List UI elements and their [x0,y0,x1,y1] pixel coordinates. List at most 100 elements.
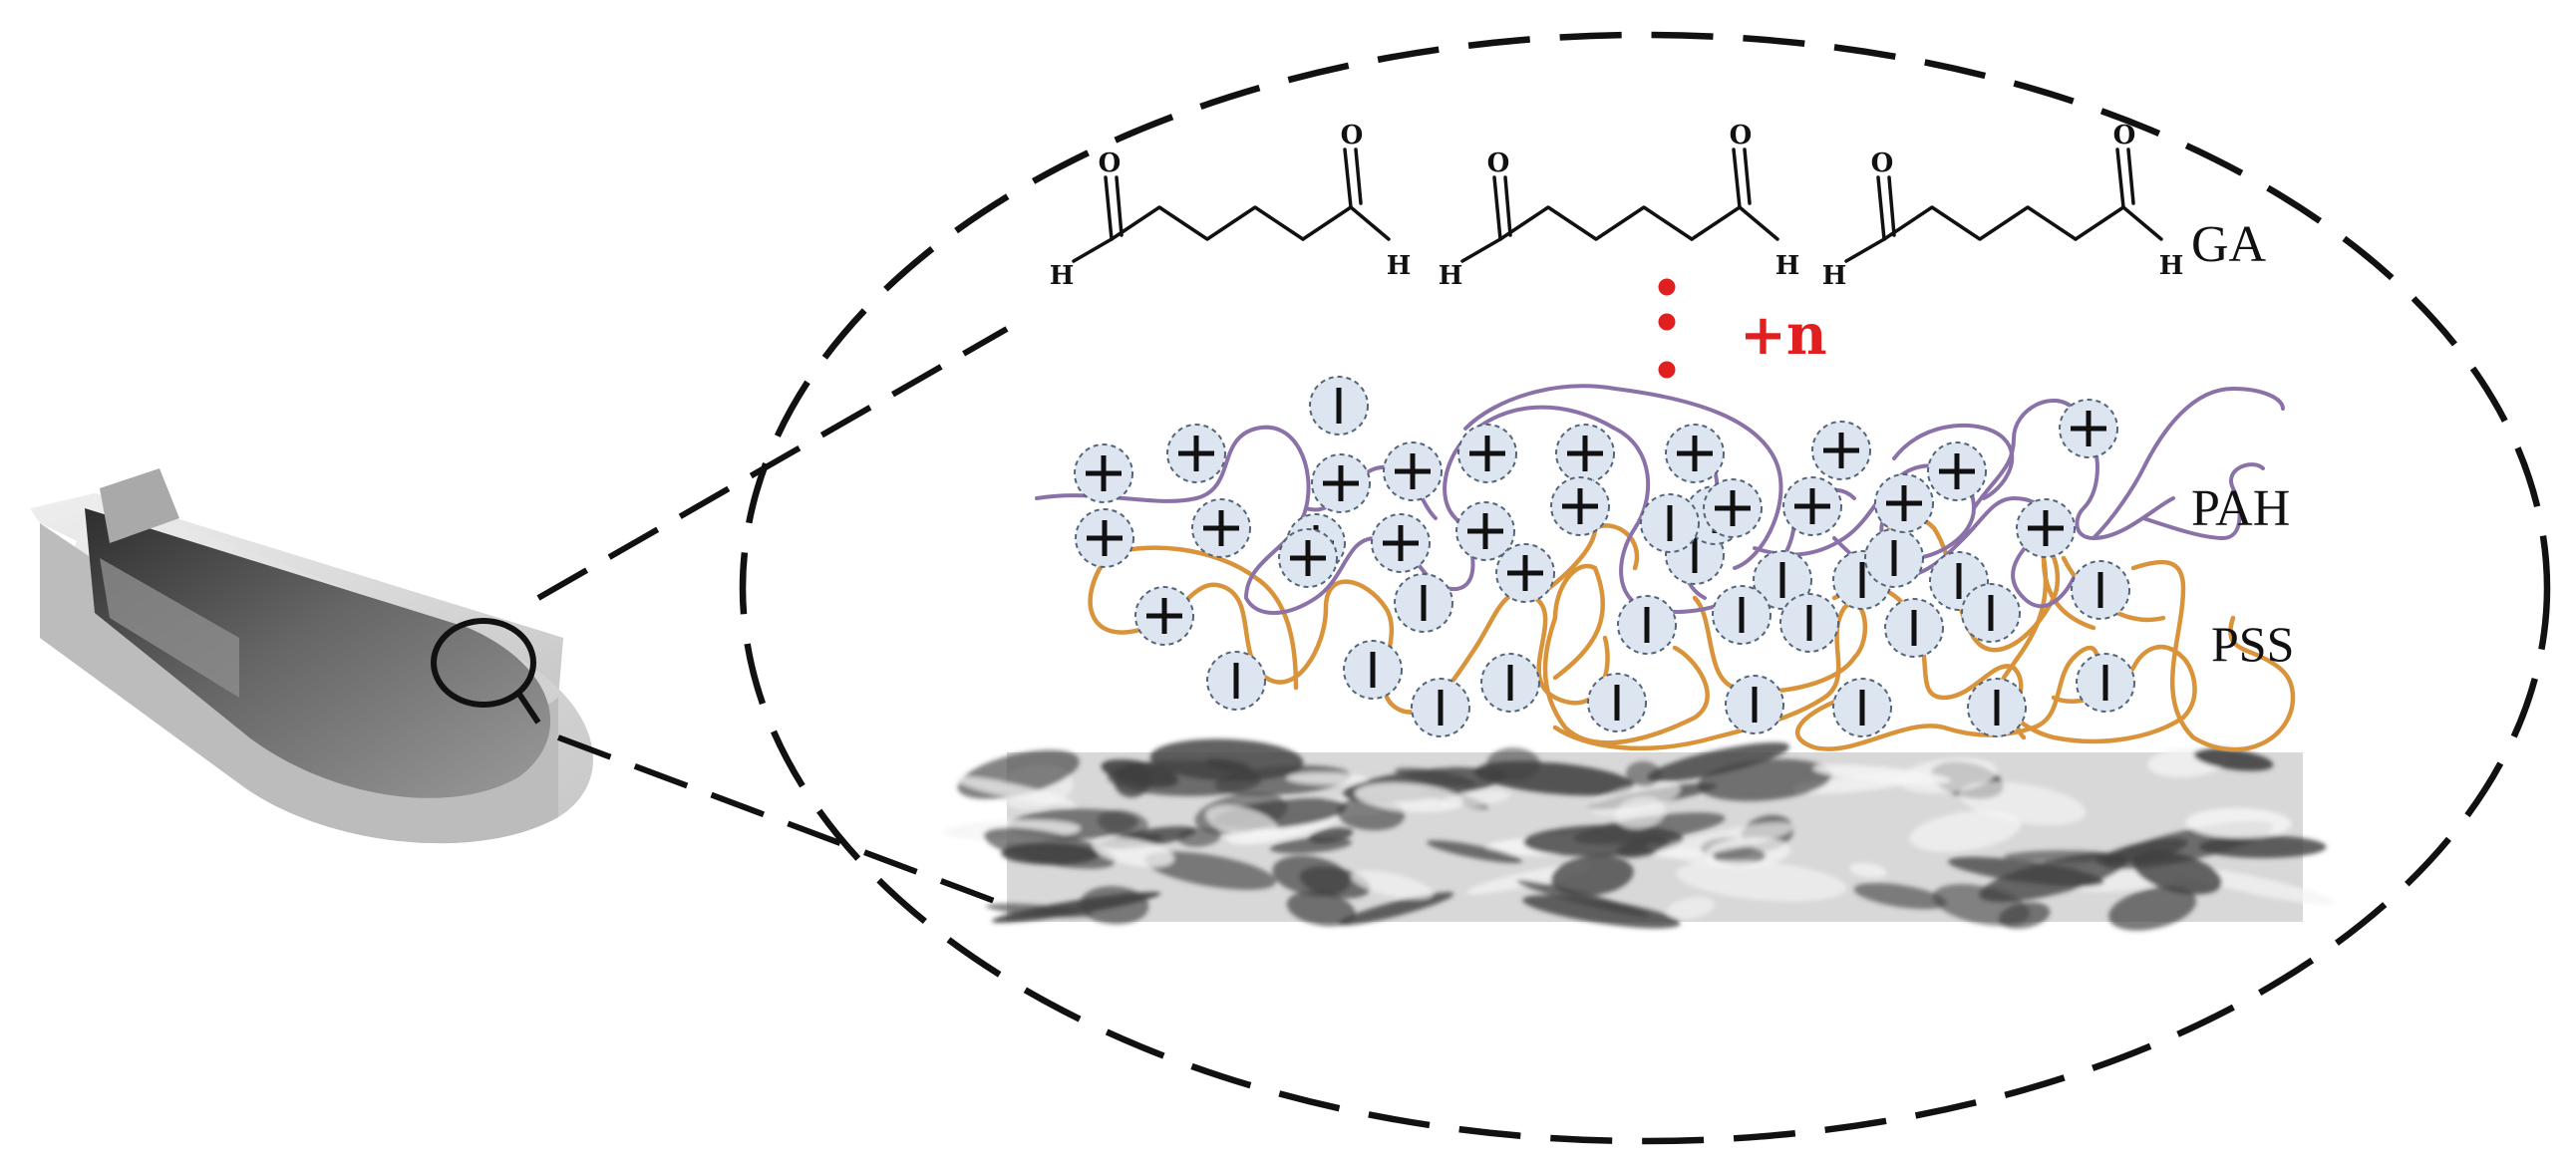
pah-cation-icon [1555,424,1615,483]
pore-mark [1958,781,2087,826]
hydrogen-atom-label: H [1439,261,1463,291]
pah-cation-icon [1455,501,1515,561]
pss-anion-icon [1617,595,1677,655]
pore-mark [1812,764,1951,784]
zoom-line-upper [536,326,1009,601]
pah-cation-icon [1075,508,1134,568]
pore-mark [1144,851,1277,890]
pore-mark [1713,846,1766,865]
pore-mark [1550,855,1634,897]
pah-cation-icon [1811,421,1871,480]
pss-anion-icon [2076,653,2135,713]
pss-anion-icon [1206,651,1266,711]
zoom-ellipse [739,31,2551,1145]
pah-cation-icon [1495,543,1555,603]
pah-cation-icon [1383,441,1443,501]
oxygen-atom-label: O [1341,121,1364,150]
magnifier-icon [431,618,541,725]
pss-anion-icon [1394,573,1453,633]
pore-mark [2132,851,2222,895]
ion-set [1074,376,2135,737]
pore-mark [985,903,1094,918]
hydrogen-atom-label: H [2159,251,2184,281]
pore-mark [1097,809,1148,836]
pore-mark [2108,886,2197,931]
pore-mark [2193,747,2274,771]
pss-anion-icon [2071,560,2130,620]
porous-support-layer [943,738,2336,931]
pore-mark [955,776,1076,806]
pah-cation-icon [1665,424,1725,483]
pore-mark [1522,895,1681,929]
pss-anion-icon [1480,653,1540,713]
pore-mark [1948,856,2104,887]
pore-mark [1080,886,1149,925]
pore-mark [1853,882,1947,910]
pah-cation-icon [1191,498,1251,558]
hydrogen-atom-label: H [1775,251,1800,281]
pore-mark [1107,759,1262,796]
pore-mark [1654,822,1794,859]
oxygen-atom-label: O [1099,148,1122,178]
pore-mark [1338,892,1454,926]
pss-anion-icon [1753,550,1812,610]
pore-mark [1286,772,1369,785]
red-dots [1658,278,1676,379]
pah-cation-icon [1703,478,1763,538]
pss-anion-icon [1832,678,1892,737]
pore-mark [1647,741,1790,782]
pss-anion-icon [1343,640,1403,700]
label-plus-n: +n [1740,302,1827,368]
pore-mark [1355,782,1463,813]
pore-mark [2199,835,2327,859]
oxygen-atom-label: O [1871,148,1894,178]
pore-mark [983,827,1117,869]
pore-mark [1909,810,2022,852]
pore-mark [1849,862,1887,878]
pah-cation-icon [1874,473,1934,533]
pore-mark [1286,891,1356,927]
pah-cation-icon [1278,528,1338,588]
pah-cation-icon [1166,424,1226,483]
pah-cation-icon [2059,399,2118,458]
pss-anion-icon [1884,598,1944,658]
pah-cation-icon [1927,441,1987,501]
hydrogen-atom-label: H [1050,261,1075,291]
pah-cation-icon [1074,443,1133,503]
pah-cation-icon [1457,424,1517,483]
pore-mark [1523,824,1684,857]
pore-mark [1676,860,1847,902]
pah-cation-icon [2016,498,2076,558]
pore-mark [1206,805,1279,839]
oxygen-atom-label: O [2113,121,2136,150]
pss-anion-icon [1587,673,1647,732]
pss-anion-icon [1712,585,1771,645]
pah-cation-icon [1134,586,1194,646]
pss-anion-icon [1961,583,2021,643]
pah-cation-icon [1550,476,1610,536]
pore-mark [1351,870,1434,900]
pah-cation-icon [1311,453,1371,513]
pss-anion-icon [1411,678,1470,737]
pore-mark [1615,796,1666,830]
pss-anion-icon [1725,675,1784,734]
pss-anion-icon [1779,593,1839,653]
membrane-tube-icon [30,468,593,844]
pah-cation-icon [1782,476,1842,536]
oxygen-atom-label: O [1730,121,1753,150]
zoom-line-lower [556,734,1039,920]
oxygen-atom-label: O [1487,148,1510,178]
label-pss: PSS [2211,616,2294,672]
hydrogen-atom-label: H [1822,261,1847,291]
pss-anion-icon [1864,528,1924,588]
label-pah: PAH [2191,480,2290,537]
pore-mark [2185,807,2292,838]
pore-mark [1308,827,1354,844]
pore-mark [1427,840,1523,863]
pore-mark [1395,767,1475,787]
pss-anion-icon [1640,493,1700,553]
pah-cation-icon [1371,513,1431,573]
